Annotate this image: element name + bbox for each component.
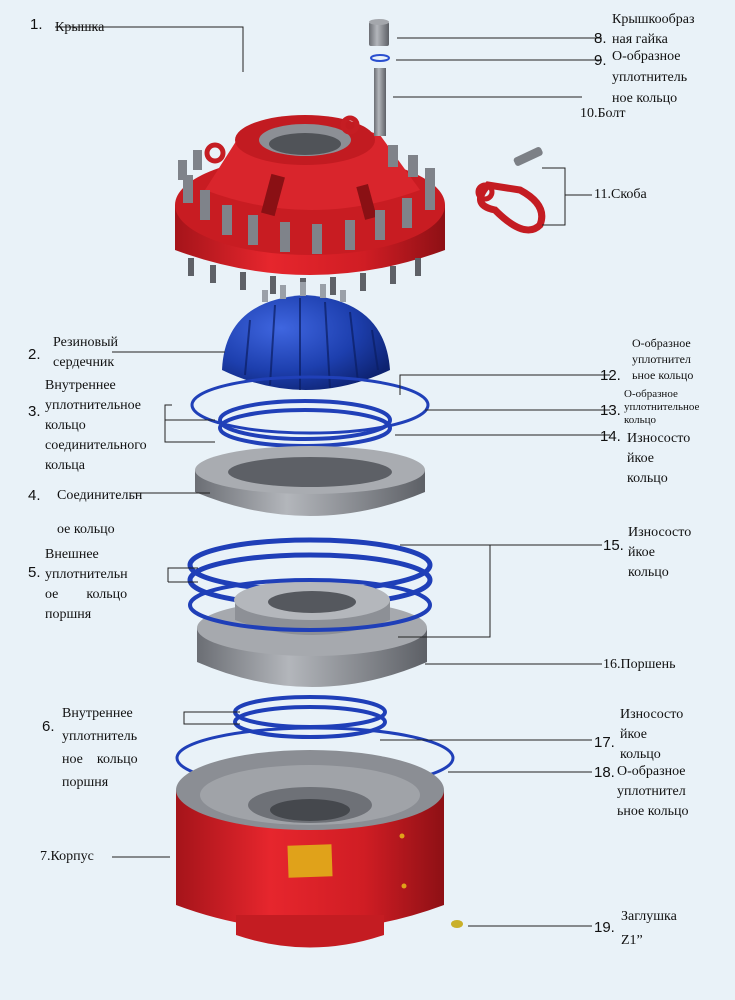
label-bolt: 10.Болт	[580, 104, 625, 124]
callout-number-6: 6.	[42, 718, 55, 735]
o-ring-small-part	[370, 54, 390, 62]
connecting-ring-part	[195, 446, 425, 516]
label-o-ring-9: О-образное уплотнитель ное кольцо	[612, 49, 688, 106]
callout-number-19: 19.	[594, 919, 615, 936]
label-piston: 16.Поршень	[603, 655, 675, 675]
callout-number-16: 16.	[603, 657, 621, 672]
body-part	[176, 750, 444, 948]
label-piston-outer-seal: Внешнее уплотнительн ое кольцо поршня	[45, 547, 128, 622]
callout-number-5: 5.	[28, 564, 41, 581]
wear-ring-14-part	[218, 408, 392, 448]
callout-number-15: 15.	[603, 537, 624, 554]
callout-number-3: 3.	[28, 403, 41, 420]
label-cap-nut: Крышкообраз ная гайка	[612, 12, 695, 47]
label-piston-inner-seal: Внутреннее уплотнитель ное кольцо поршня	[62, 706, 138, 790]
callout-number-10: 10.	[580, 106, 598, 121]
callout-number-1: 1.	[30, 16, 43, 33]
label-plug: Заглушка Z1”	[621, 909, 677, 948]
label-shackle-text: Скоба	[610, 187, 647, 202]
leader-lines	[55, 26, 610, 927]
label-wear-ring-17: Износосто йкое кольцо	[620, 707, 684, 762]
label-wear-ring-14: Износосто йкое кольцо	[627, 431, 691, 486]
label-connecting-ring: Соединительн ое кольцо	[57, 488, 143, 537]
callout-number-12: 12.	[600, 367, 621, 384]
callout-number-7: 7.	[40, 849, 51, 864]
plug-part	[451, 920, 463, 928]
rubber-core-part	[222, 282, 390, 390]
cover-part	[175, 115, 445, 296]
callout-number-17: 17.	[594, 734, 615, 751]
callout-number-8: 8.	[594, 30, 607, 47]
label-bolt-text: Болт	[597, 106, 626, 121]
o-ring-12-part	[190, 375, 430, 435]
callout-number-13: 13.	[600, 402, 621, 419]
label-o-ring-13: О-образное уплотнительное кольцо	[624, 388, 700, 426]
piston-part	[188, 578, 432, 687]
label-body: 7.Корпус	[40, 847, 94, 867]
callout-number-2: 2.	[28, 346, 41, 363]
callout-number-14: 14.	[600, 428, 621, 445]
label-rubber-core: Резиновый сердечник	[53, 335, 119, 370]
label-wear-ring-15: Износосто йкое кольцо	[628, 525, 692, 580]
bolt-part	[374, 68, 386, 136]
label-shackle: 11.Скоба	[594, 185, 647, 205]
callout-number-9: 9.	[594, 52, 607, 69]
wear-ring-17-part	[233, 705, 387, 739]
label-o-ring-12: О-образное уплотнител ьное кольцо	[632, 336, 694, 382]
cap-nut-part	[369, 19, 389, 46]
shackle-part	[475, 147, 546, 234]
label-body-text: Корпус	[50, 849, 94, 864]
label-piston-text: Поршень	[620, 657, 676, 672]
callout-number-11: 11.	[594, 187, 611, 202]
label-inner-seal-connecting-ring: Внутреннее уплотнительное кольцо соедини…	[45, 378, 147, 473]
label-cover: Крышка	[55, 20, 105, 35]
callout-number-4: 4.	[28, 487, 41, 504]
inner-seal-ring-3-part	[218, 399, 392, 441]
callout-number-18: 18.	[594, 764, 615, 781]
label-o-ring-18: О-образное уплотнител ьное кольцо	[617, 764, 689, 819]
